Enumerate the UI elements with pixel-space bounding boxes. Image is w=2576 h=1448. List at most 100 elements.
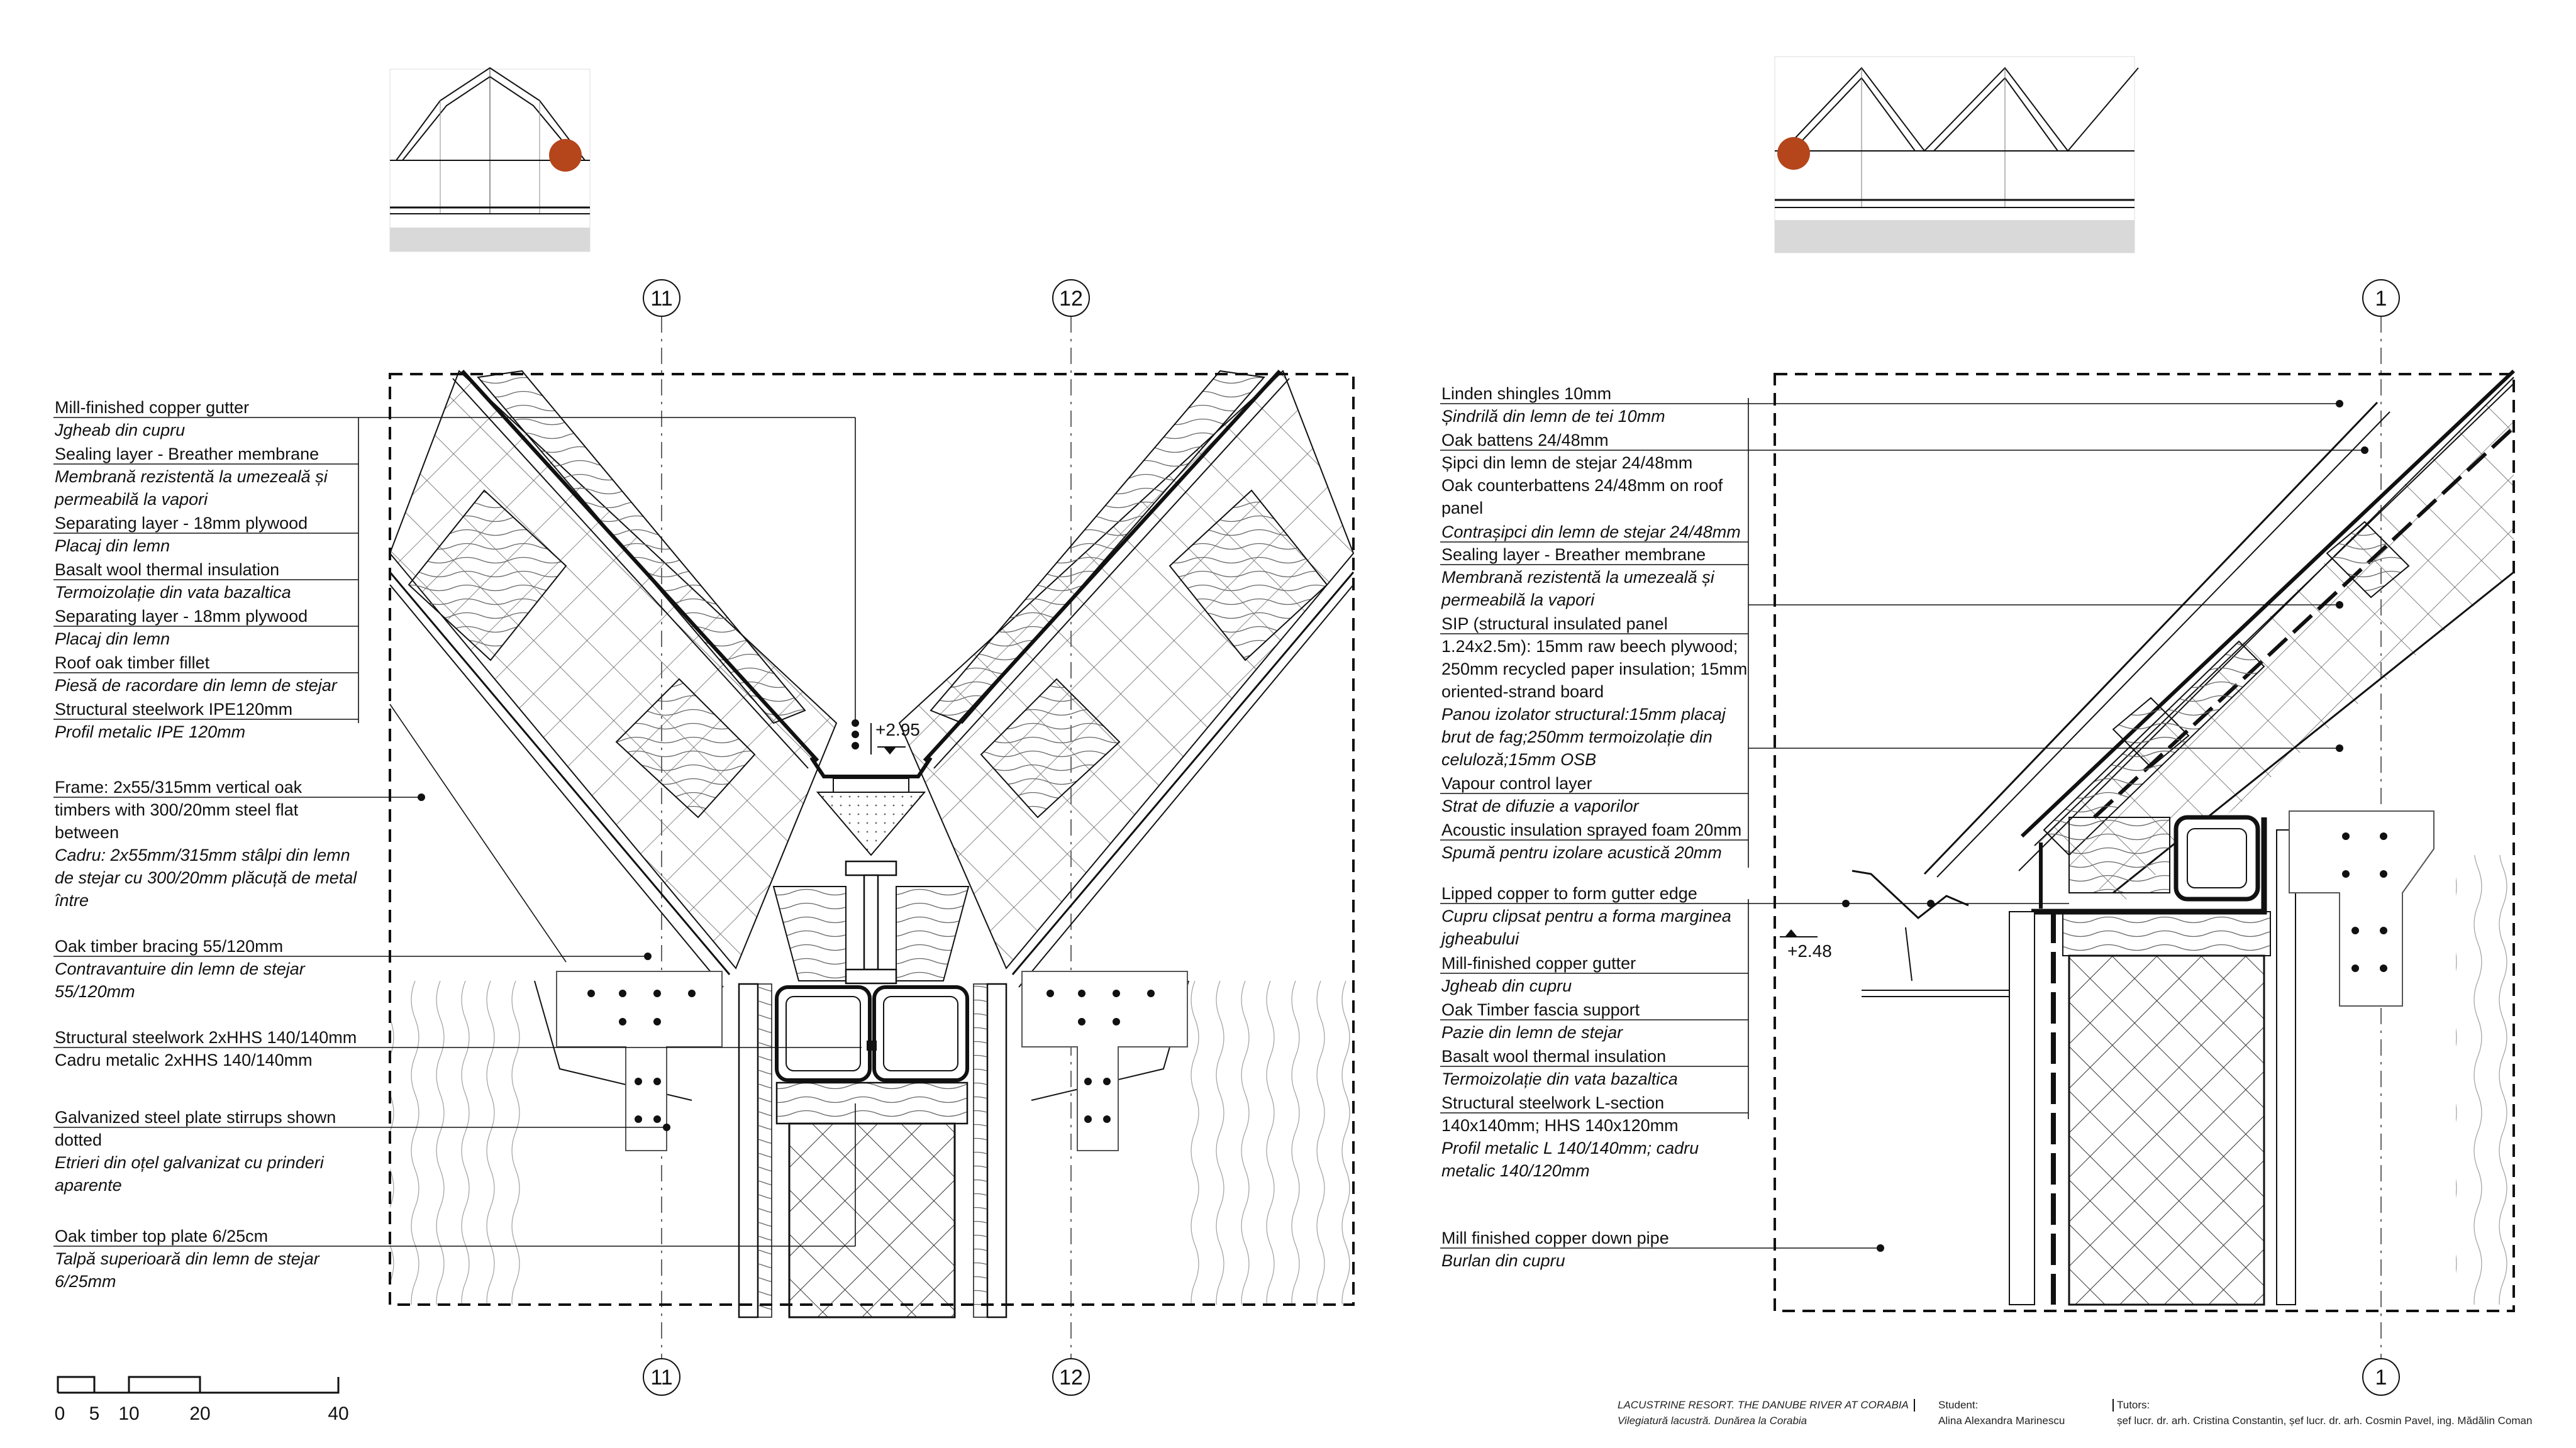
label-ro: 6/25mm (55, 1272, 116, 1291)
label-ro: Pazie din lemn de stejar (1441, 1023, 1623, 1042)
label-ro: jgheabului (1439, 929, 1519, 948)
elevation-label-right: +2.48 (1787, 941, 1832, 961)
label-en: Separating layer - 18mm plywood (55, 514, 308, 533)
tutors-label: Tutors: (2117, 1399, 2150, 1411)
label-ro: Strat de difuzie a vaporilor (1441, 797, 1640, 815)
steel-plate-stirrup-right (1021, 971, 1188, 1151)
title-block: LACUSTRINE RESORT. THE DANUBE RIVER AT C… (1618, 1399, 2532, 1427)
label-ro: între (55, 891, 89, 910)
project-subtitle: Vilegiatură lacustră. Dunărea la Corabia (1618, 1415, 1807, 1427)
label-en: Galvanized steel plate stirrups shown (55, 1108, 336, 1127)
label-ro: Spumă pentru izolare acustică 20mm (1441, 843, 1722, 862)
label-en: Oak Timber fascia support (1441, 1000, 1640, 1019)
label-en: Oak counterbattens 24/48mm on roof (1441, 476, 1723, 495)
grid-bubble-12-bottom (1052, 1358, 1090, 1396)
detail-frame-right (1774, 373, 2515, 1312)
right-label-column: Linden shingles 10mm Șindrilă din lemn d… (1439, 384, 2368, 1270)
label-ro: Șindrilă din lemn de tei 10mm (1441, 407, 1665, 426)
label-en: Oak timber bracing 55/120mm (55, 937, 283, 956)
label-en: panel (1441, 499, 1483, 517)
label-en: Structural steelwork IPE120mm (55, 700, 292, 719)
scale-tick: 20 (189, 1403, 210, 1424)
label-ro: Contrașipci din lemn de stejar 24/48mm (1441, 522, 1741, 541)
label-en: Structural steelwork L-section (1441, 1093, 1664, 1112)
label-ro: brut de fag;250mm termoizolație din (1441, 727, 1713, 746)
label-en: 250mm recycled paper insulation; 15mm (1441, 660, 1747, 678)
thumbnail-location-marker (1777, 137, 1810, 170)
label-ro: Placaj din lemn (55, 629, 170, 648)
tutors-names: șef lucr. dr. arh. Cristina Constantin, … (2117, 1415, 2532, 1427)
label-en: Sealing layer - Breather membrane (55, 445, 319, 463)
grid-label-12-bottom: 12 (1059, 1366, 1083, 1390)
grid-bubble-12-top (1052, 279, 1090, 317)
label-ro: permeabilă la vapori (54, 490, 208, 509)
thumbnail-location-marker (549, 139, 582, 172)
detail-frame-left (389, 373, 1355, 1306)
label-ro: Membrană rezistentă la umezeală și (1441, 568, 1715, 587)
elevation-label-left: +2.95 (875, 720, 920, 739)
label-ro: de stejar cu 300/20mm plăcuță de metal (55, 868, 357, 887)
label-en: between (55, 823, 119, 842)
label-en: dotted (55, 1130, 102, 1149)
project-title: LACUSTRINE RESORT. THE DANUBE RIVER AT C… (1618, 1399, 1909, 1411)
label-en: Oak battens 24/48mm (1441, 431, 1609, 450)
scale-tick: 5 (89, 1403, 100, 1424)
student-label: Student: (1938, 1399, 1978, 1411)
grid-label-1-bottom: 1 (2375, 1366, 2387, 1390)
label-ro: celuloză;15mm OSB (1441, 750, 1596, 769)
label-en: Linden shingles 10mm (1441, 384, 1611, 403)
steel-plate-eaves (2289, 810, 2434, 1007)
grid-label-1-top: 1 (2375, 287, 2387, 311)
scale-tick: 10 (118, 1403, 139, 1424)
scale-tick: 0 (55, 1403, 65, 1424)
label-en: oriented-strand board (1441, 682, 1604, 701)
label-ro: Placaj din lemn (55, 536, 170, 555)
label-ro: metalic 140/120mm (1441, 1161, 1590, 1180)
label-en: Oak timber top plate 6/25cm (55, 1227, 268, 1246)
label-ro: Membrană rezistentă la umezeală și (55, 467, 328, 486)
label-en: Lipped copper to form gutter edge (1441, 884, 1697, 903)
left-thumbnail-section (389, 67, 591, 252)
label-en: Vapour control layer (1441, 774, 1592, 793)
grid-label-11-bottom: 11 (650, 1366, 672, 1390)
label-ro: Jgheab din cupru (1441, 976, 1572, 995)
grid-label-11-top: 11 (650, 287, 672, 311)
grid-bubble-1-top (2362, 279, 2400, 317)
label-en: Basalt wool thermal insulation (1441, 1047, 1666, 1066)
label-en: Roof oak timber fillet (55, 653, 210, 672)
left-valley-detail: 11 12 11 12 (358, 279, 1355, 1396)
label-ro: Panou izolator structural:15mm placaj (1441, 705, 1726, 724)
label-en: Acoustic insulation sprayed foam 20mm (1441, 821, 1741, 839)
left-label-column: Mill-finished copper gutter Jgheab din c… (53, 398, 862, 1291)
scale-bar: 0 5 10 20 40 (55, 1376, 349, 1424)
label-ro: Profil metalic L 140/140mm; cadru (1441, 1139, 1699, 1158)
label-ro: aparente (55, 1176, 122, 1195)
label-ro: Cadru: 2x55mm/315mm stâlpi din lemn (55, 846, 350, 865)
label-en: Sealing layer - Breather membrane (1441, 545, 1706, 564)
label-ro: Termoizolație din vata bazaltica (55, 583, 291, 602)
label-en: Frame: 2x55/315mm vertical oak (55, 778, 303, 797)
student-name: Alina Alexandra Marinescu (1938, 1415, 2065, 1427)
label-en: Mill-finished copper gutter (1441, 954, 1636, 973)
label-ro: Piesă de racordare din lemn de stejar (55, 676, 338, 695)
label-ro: permeabilă la vapori (1441, 590, 1595, 609)
label-en: Mill finished copper down pipe (1441, 1229, 1669, 1247)
label-ro: Talpă superioară din lemn de stejar (55, 1249, 320, 1268)
grid-bubble-11-top (643, 279, 680, 317)
label-en: Structural steelwork 2xHHS 140/140mm (55, 1028, 357, 1047)
scale-tick: 40 (328, 1403, 348, 1424)
label-ro: Cadru metalic 2xHHS 140/140mm (55, 1051, 313, 1069)
grid-bubble-11-bottom (643, 1358, 680, 1396)
label-ro: Jgheab din cupru (54, 421, 185, 439)
label-ro: Șipci din lemn de stejar 24/48mm (1441, 453, 1692, 472)
label-ro: Burlan din cupru (1441, 1251, 1565, 1270)
right-eaves-detail: 1 1 (1748, 279, 2516, 1396)
label-en: SIP (structural insulated panel (1441, 614, 1668, 633)
right-thumbnail-section (1774, 56, 2139, 253)
label-ro: Etrieri din oțel galvanizat cu prinderi (55, 1153, 325, 1172)
label-ro: 55/120mm (55, 982, 135, 1001)
label-en: Separating layer - 18mm plywood (55, 607, 308, 626)
label-en: Basalt wool thermal insulation (55, 560, 279, 579)
label-ro: Cupru clipsat pentru a forma marginea (1441, 907, 1731, 926)
